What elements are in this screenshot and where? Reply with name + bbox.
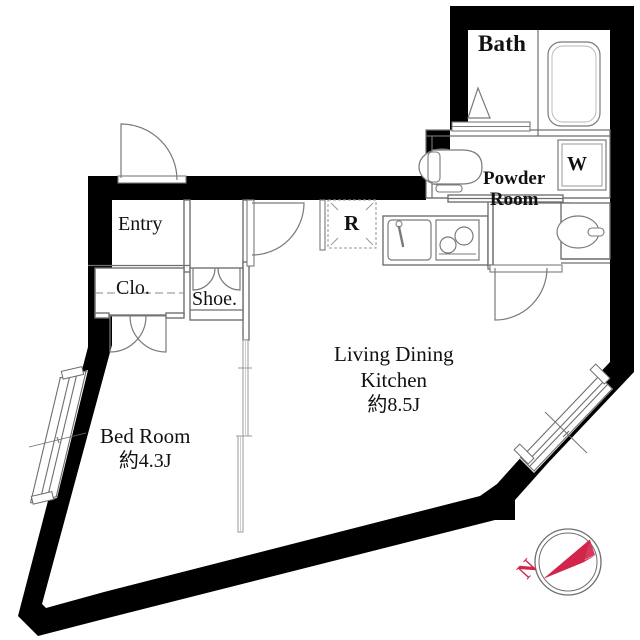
fixture-label-refrigerator: R xyxy=(344,211,360,235)
room-label-living-dining-kitchen: Living Dining Kitchen 約8.5J xyxy=(334,342,454,418)
ldk-line2: Kitchen xyxy=(360,367,428,392)
ldk-window xyxy=(513,363,613,473)
ldk-area: 約8.5J xyxy=(367,394,421,417)
room-label-bed-room: Bed Room 約4.3J xyxy=(100,423,190,474)
bath-sliding-door xyxy=(451,121,531,132)
room-label-entry: Entry xyxy=(118,213,163,235)
fixture-label-washing-machine: W xyxy=(567,153,587,175)
bathtub xyxy=(547,41,601,127)
compass-rose: N xyxy=(512,528,602,596)
washing-machine-space xyxy=(557,139,607,191)
bed-room-name: Bed Room xyxy=(100,424,191,448)
room-label-bath: Bath xyxy=(478,31,527,56)
closet-doors[interactable] xyxy=(109,315,167,353)
powder-room-line2: Room xyxy=(489,189,539,211)
powder-room-line1: Powder xyxy=(483,168,546,189)
bedroom-window xyxy=(27,366,88,505)
entry-door[interactable] xyxy=(117,123,187,184)
bedroom-partition[interactable] xyxy=(236,339,252,533)
entry-to-ldk-door[interactable] xyxy=(246,199,305,267)
kitchen-sink-icon xyxy=(387,219,432,261)
room-label-shoe-cabinet: Shoe. xyxy=(192,288,237,310)
toilet-icon xyxy=(418,148,483,193)
room-label-powder-room: Powder Room xyxy=(483,168,545,211)
ldk-line1: Living Dining xyxy=(334,342,454,366)
bath-folding-door-icon xyxy=(467,86,491,119)
ldk-to-powder-door[interactable] xyxy=(489,264,563,321)
compass-north-label: N xyxy=(512,554,542,583)
vanity-sink-icon xyxy=(556,215,605,249)
refrigerator-wall-stub xyxy=(319,199,326,251)
shoe-cabinet-doors[interactable] xyxy=(192,267,241,291)
refrigerator-space-icon xyxy=(327,199,377,249)
room-label-closet: Clo. xyxy=(116,277,150,299)
gas-stove-icon xyxy=(435,219,480,261)
bed-room-area: 約4.3J xyxy=(118,450,172,473)
